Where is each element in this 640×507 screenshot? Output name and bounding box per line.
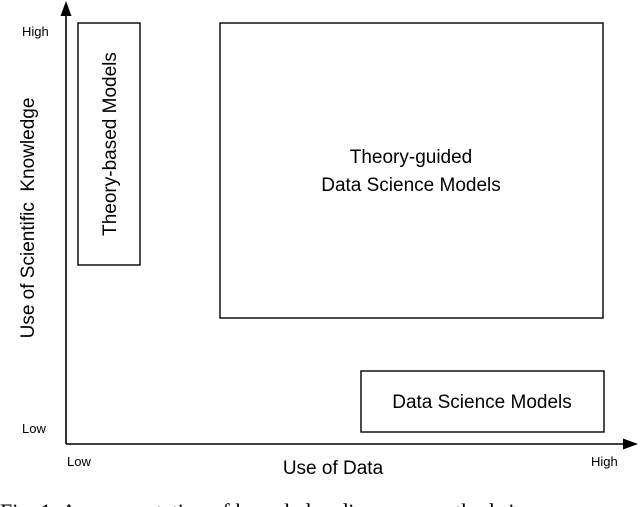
data-science-models-label: Data Science Models	[392, 392, 572, 413]
x-axis-high-label: High	[591, 454, 618, 469]
y-axis-arrow-icon	[60, 1, 72, 16]
x-axis-arrow-icon	[623, 438, 638, 450]
theory-guided-models-label-line1: Theory-guided	[350, 147, 473, 168]
y-axis-high-label: High	[22, 24, 49, 39]
theory-guided-models-label-line2: Data Science Models	[321, 175, 501, 196]
y-axis-low-label: Low	[22, 421, 46, 436]
theory-based-models-label: Theory-based Models	[100, 52, 121, 236]
x-axis-title: Use of Data	[283, 458, 384, 479]
x-axis-low-label: Low	[67, 454, 91, 469]
theory-based-models-box	[77, 22, 141, 266]
y-axis-title: Use of Scientific Knowledge	[18, 98, 39, 339]
theory-guided-models-box	[219, 22, 604, 319]
figure-caption: Fig. 1. A representation of knowledge di…	[0, 499, 514, 507]
data-science-models-box	[360, 370, 605, 433]
